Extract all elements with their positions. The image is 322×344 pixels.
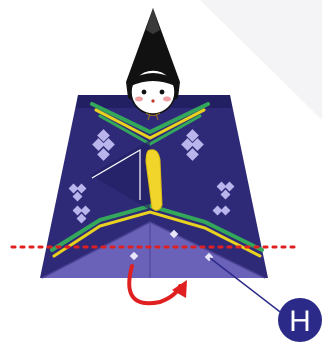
step-badge-icon: H [278,298,322,342]
right-cheek [163,97,171,102]
mouth [151,99,154,102]
left-eye [142,90,147,95]
left-cheek [135,97,143,102]
step-label: H [289,305,311,338]
right-eye [160,90,165,95]
